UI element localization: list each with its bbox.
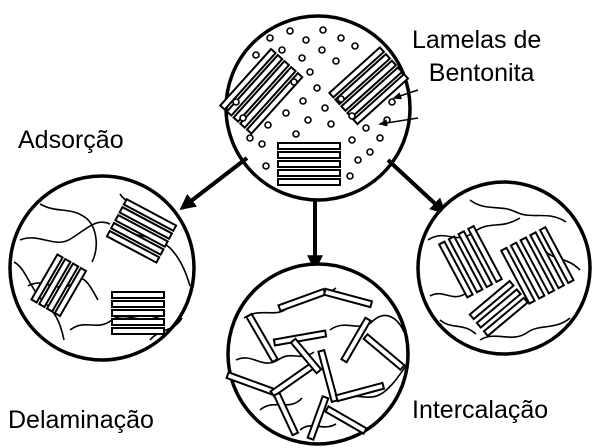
arrow-to-adsorcao — [182, 158, 247, 208]
arrow-to-intercalacao — [388, 160, 444, 212]
bottom-circle-delaminacao — [227, 264, 408, 444]
right-circle-intercalacao — [418, 182, 590, 354]
top-bottom-lamella-stack — [278, 143, 340, 185]
lamelas-label-line2: Bentonita — [422, 61, 541, 86]
left-stack-3 — [112, 292, 164, 334]
left-circle-adsorcao — [10, 176, 194, 360]
top-circle-bentonite — [220, 16, 418, 200]
lamelas-label: Lamelas de Bentonita — [412, 28, 541, 86]
adsorcao-label: Adsorção — [18, 128, 124, 153]
lamelas-label-line1: Lamelas de — [412, 28, 541, 53]
delaminacao-label: Delaminação — [8, 408, 154, 433]
intercalacao-label: Intercalação — [412, 398, 548, 423]
